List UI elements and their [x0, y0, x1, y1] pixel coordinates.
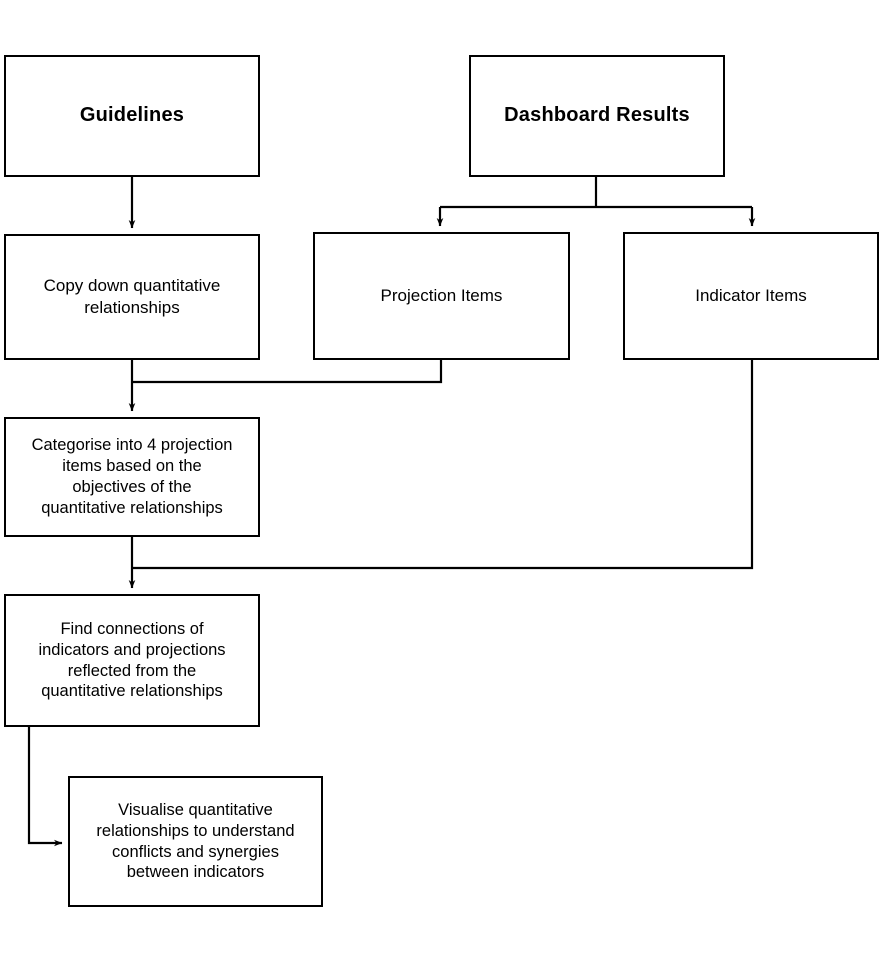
edge-projection-to-categorise [132, 360, 443, 384]
node-projection-items-label: Projection Items [380, 286, 503, 306]
edge-indicator-to-find-connections [132, 360, 754, 570]
node-copy-down-label: Copy down quantitative relationships [43, 276, 221, 317]
node-projection-items[interactable]: Projection Items [313, 232, 570, 360]
node-find-connections[interactable]: Find connections of indicators and proje… [4, 594, 260, 727]
node-categorise-projection-items[interactable]: Categorise into 4 projection items based… [4, 417, 260, 537]
edge-find-connections-to-visualise [27, 727, 63, 847]
node-indicator-items-label: Indicator Items [695, 286, 807, 306]
node-guidelines[interactable]: Guidelines [4, 55, 260, 177]
node-visualise-quantitative-relationships[interactable]: Visualise quantitative relationships to … [68, 776, 323, 907]
node-visualise-label: Visualise quantitative relationships to … [96, 800, 295, 882]
node-copy-down-quantitative-relationships[interactable]: Copy down quantitative relationships [4, 234, 260, 360]
node-indicator-items[interactable]: Indicator Items [623, 232, 879, 360]
node-guidelines-label: Guidelines [79, 104, 185, 127]
node-dashboard-results[interactable]: Dashboard Results [469, 55, 725, 177]
node-dashboard-results-label: Dashboard Results [504, 104, 690, 127]
node-categorise-label: Categorise into 4 projection items based… [31, 436, 233, 517]
node-find-connections-label: Find connections of indicators and proje… [38, 619, 226, 701]
